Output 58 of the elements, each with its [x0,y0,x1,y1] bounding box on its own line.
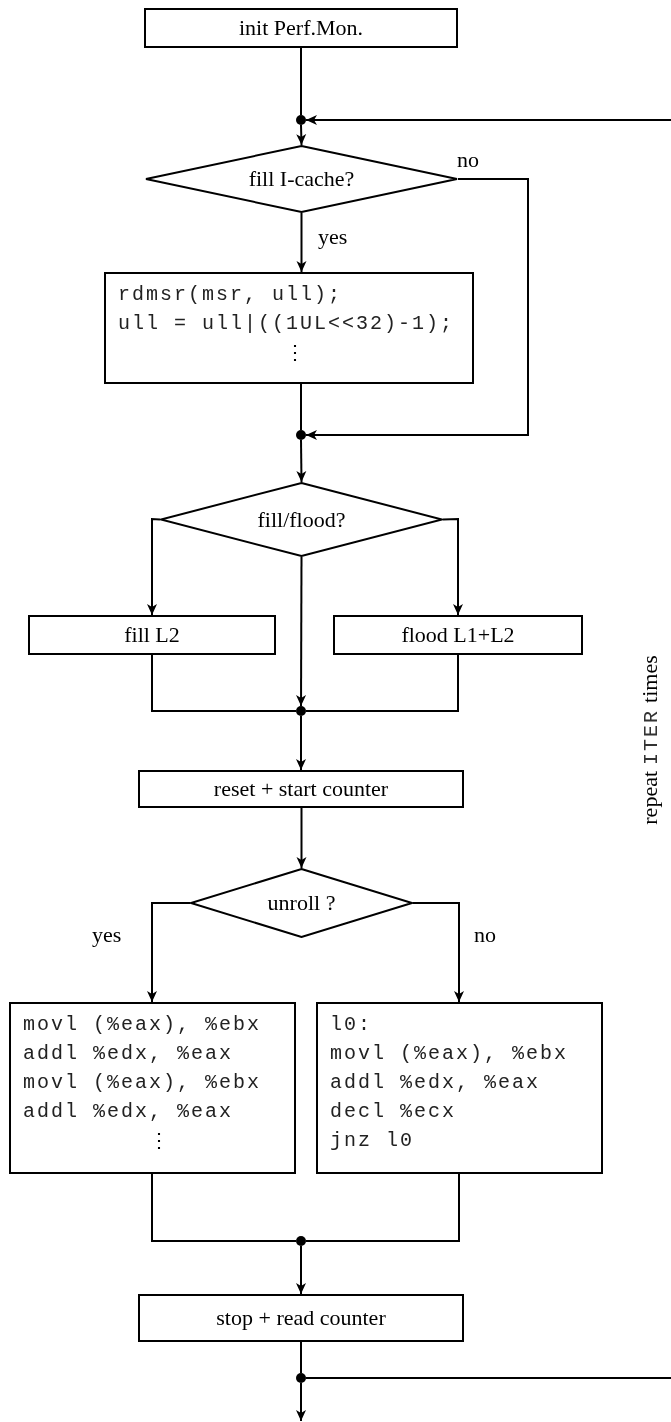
step-label: flood L1+L2 [401,622,515,648]
arrow [296,212,307,273]
junction-dot [296,1236,306,1246]
arrow [296,556,307,707]
code-box [104,272,474,384]
connector-line [300,1341,302,1374]
junction-dot [296,430,306,440]
loop-note: repeat [637,771,663,825]
junction-dot [296,1373,306,1383]
arrow [296,1245,306,1295]
code-line: movl (%eax), %ebx [23,1070,262,1096]
process-box [28,615,276,655]
arrow [305,115,671,1379]
code-line: movl (%eax), %ebx [23,1012,262,1038]
arrow [412,902,464,1003]
decision-label: fill I-cache? [248,166,355,192]
connector-line [300,383,302,431]
process-box [333,615,583,655]
ellipsis: ⋮ [148,1127,169,1154]
junction-dot [296,115,306,125]
code-box [316,1002,603,1174]
connector-line [305,654,459,712]
connector-line [151,1173,297,1242]
connector-line [300,47,302,116]
loop-note: times [637,655,663,703]
arrow [442,517,463,616]
arrow [296,124,307,146]
loop-note: ITER [640,708,663,765]
code-line: rdmsr(msr, ull); [118,282,343,308]
connector-line [151,654,297,712]
junction-dot [296,706,306,716]
process-box [138,770,464,808]
process-box [144,8,458,48]
code-line: addl %edx, %eax [330,1070,541,1096]
step-label: reset + start counter [213,776,389,802]
code-line: decl %ecx [330,1099,457,1125]
code-line: addl %edx, %eax [23,1041,234,1067]
decision-label: fill/flood? [257,506,346,533]
arrow [305,178,529,440]
arrow [147,517,161,616]
arrow [296,715,306,771]
arrow [296,439,307,483]
step-label: stop + read counter [216,1305,386,1331]
code-line: movl (%eax), %ebx [330,1041,569,1067]
step-label: fill L2 [124,622,180,648]
code-box [9,1002,296,1174]
connector-line [305,1173,460,1242]
code-line: ull = ull|((1UL<<32)-1); [118,311,455,337]
code-line: jnz l0 [330,1128,414,1154]
decision-label: unroll ? [267,890,336,916]
step-label: init Perf.Mon. [238,15,364,41]
arrow [296,807,307,869]
ellipsis: ⋮ [285,339,305,366]
arrow [296,1382,306,1422]
process-box [138,1294,464,1342]
code-line: l0: [330,1012,372,1038]
arrow [147,902,191,1003]
code-line: addl %edx, %eax [23,1099,234,1125]
